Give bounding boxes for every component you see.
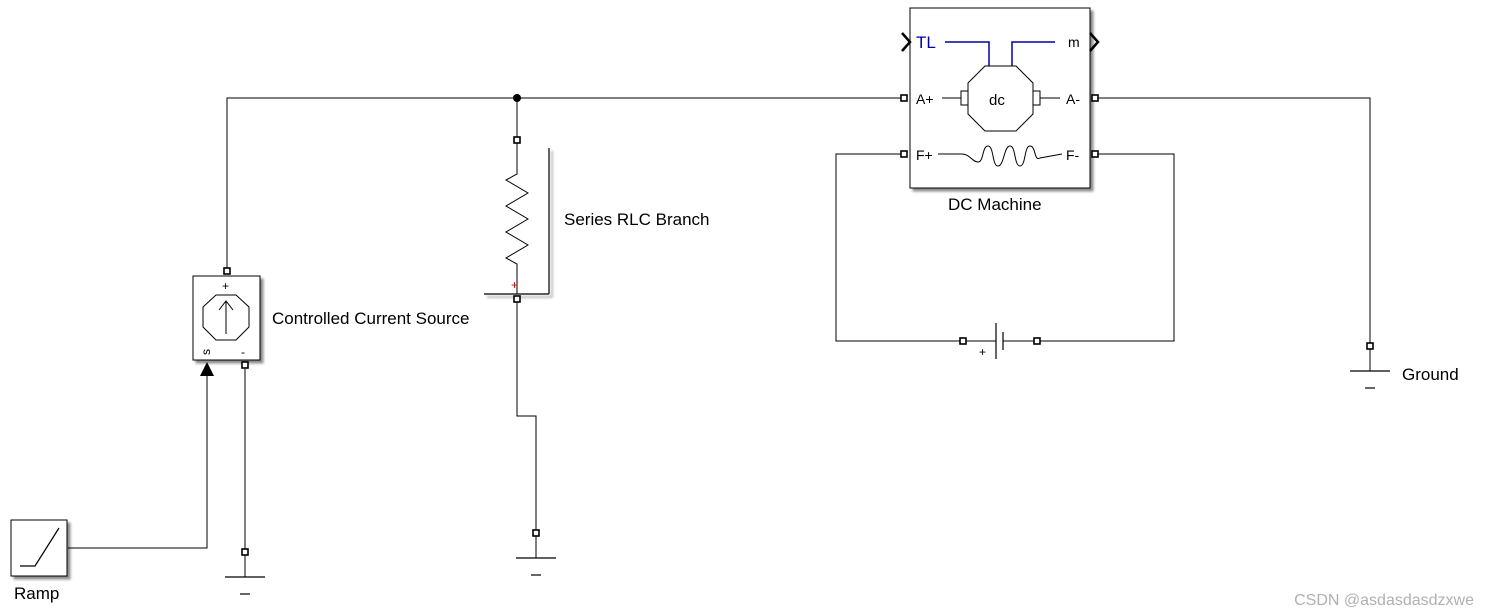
ground-rlc[interactable] — [516, 536, 556, 576]
battery-minus-connector[interactable] — [1033, 337, 1041, 345]
dc-fminus-connector[interactable] — [1091, 150, 1099, 158]
shaft-line-left — [945, 41, 990, 66]
dc-port-aplus: A+ — [916, 91, 934, 107]
dc-aplus-connector[interactable] — [900, 94, 908, 102]
wire-ramp-to-source[interactable] — [68, 376, 208, 549]
dc-port-aminus: A- — [1066, 91, 1080, 107]
rlc-bottom-connector[interactable] — [513, 295, 521, 303]
ramp-icon — [20, 527, 60, 567]
rlc-label: Series RLC Branch — [564, 210, 710, 229]
battery-block[interactable]: + — [966, 323, 1034, 359]
wire-fplus-to-battery[interactable] — [835, 153, 960, 342]
dc-port-tl: TL — [916, 33, 936, 52]
current-source-plus-connector[interactable] — [223, 267, 231, 275]
resistor-icon — [504, 143, 529, 294]
wire-source-to-bus[interactable] — [226, 97, 517, 270]
current-source-plus: + — [222, 279, 229, 293]
brush-right-icon — [1032, 90, 1041, 106]
field-winding-icon — [938, 145, 1063, 167]
dc-port-fminus: F- — [1066, 147, 1080, 163]
shaft-line-right — [1011, 41, 1055, 66]
rlc-plus-marker: + — [511, 278, 518, 292]
current-source-block[interactable]: + - s — [192, 275, 261, 361]
battery-plus-marker: + — [979, 345, 986, 359]
wires — [68, 94, 1371, 549]
signal-input-arrow-icon — [200, 362, 214, 376]
wire-fminus-to-battery[interactable] — [1040, 153, 1175, 342]
dc-aminus-connector[interactable] — [1091, 94, 1099, 102]
battery-plus-connector[interactable] — [959, 337, 967, 345]
dc-fplus-connector[interactable] — [900, 150, 908, 158]
ramp-label: Ramp — [14, 584, 59, 603]
dc-machine-block[interactable]: TL m dc A+ A- F+ F- — [901, 7, 1100, 189]
m-output-arrow-icon — [1089, 32, 1100, 52]
motor-center-label: dc — [989, 92, 1005, 109]
dc-port-m: m — [1068, 34, 1080, 50]
rlc-top-connector[interactable] — [513, 136, 521, 144]
ground-source[interactable] — [225, 555, 265, 595]
wire-dc-aminus-to-ground[interactable] — [1096, 97, 1371, 343]
brush-left-icon — [960, 90, 969, 106]
ground-rlc-connector[interactable] — [532, 529, 540, 537]
wire-rlc-to-ground[interactable] — [516, 302, 537, 530]
current-source-signal: s — [199, 349, 213, 355]
ground-dc-connector[interactable] — [1366, 342, 1374, 350]
watermark: CSDN @asdasdasdzxwe — [1294, 592, 1474, 609]
ground-dc[interactable] — [1350, 349, 1390, 389]
current-source-minus-connector[interactable] — [241, 361, 249, 369]
current-source-icon — [202, 294, 250, 341]
current-source-label: Controlled Current Source — [272, 309, 469, 328]
dc-port-fplus: F+ — [916, 147, 933, 163]
dc-machine-label: DC Machine — [948, 195, 1042, 214]
tl-input-arrow-icon — [901, 32, 912, 52]
current-source-minus: - — [241, 345, 245, 359]
rlc-block[interactable]: + — [484, 143, 550, 295]
ground-source-connector[interactable] — [241, 548, 249, 556]
ramp-block[interactable] — [10, 519, 68, 577]
ground-label: Ground — [1402, 365, 1459, 384]
